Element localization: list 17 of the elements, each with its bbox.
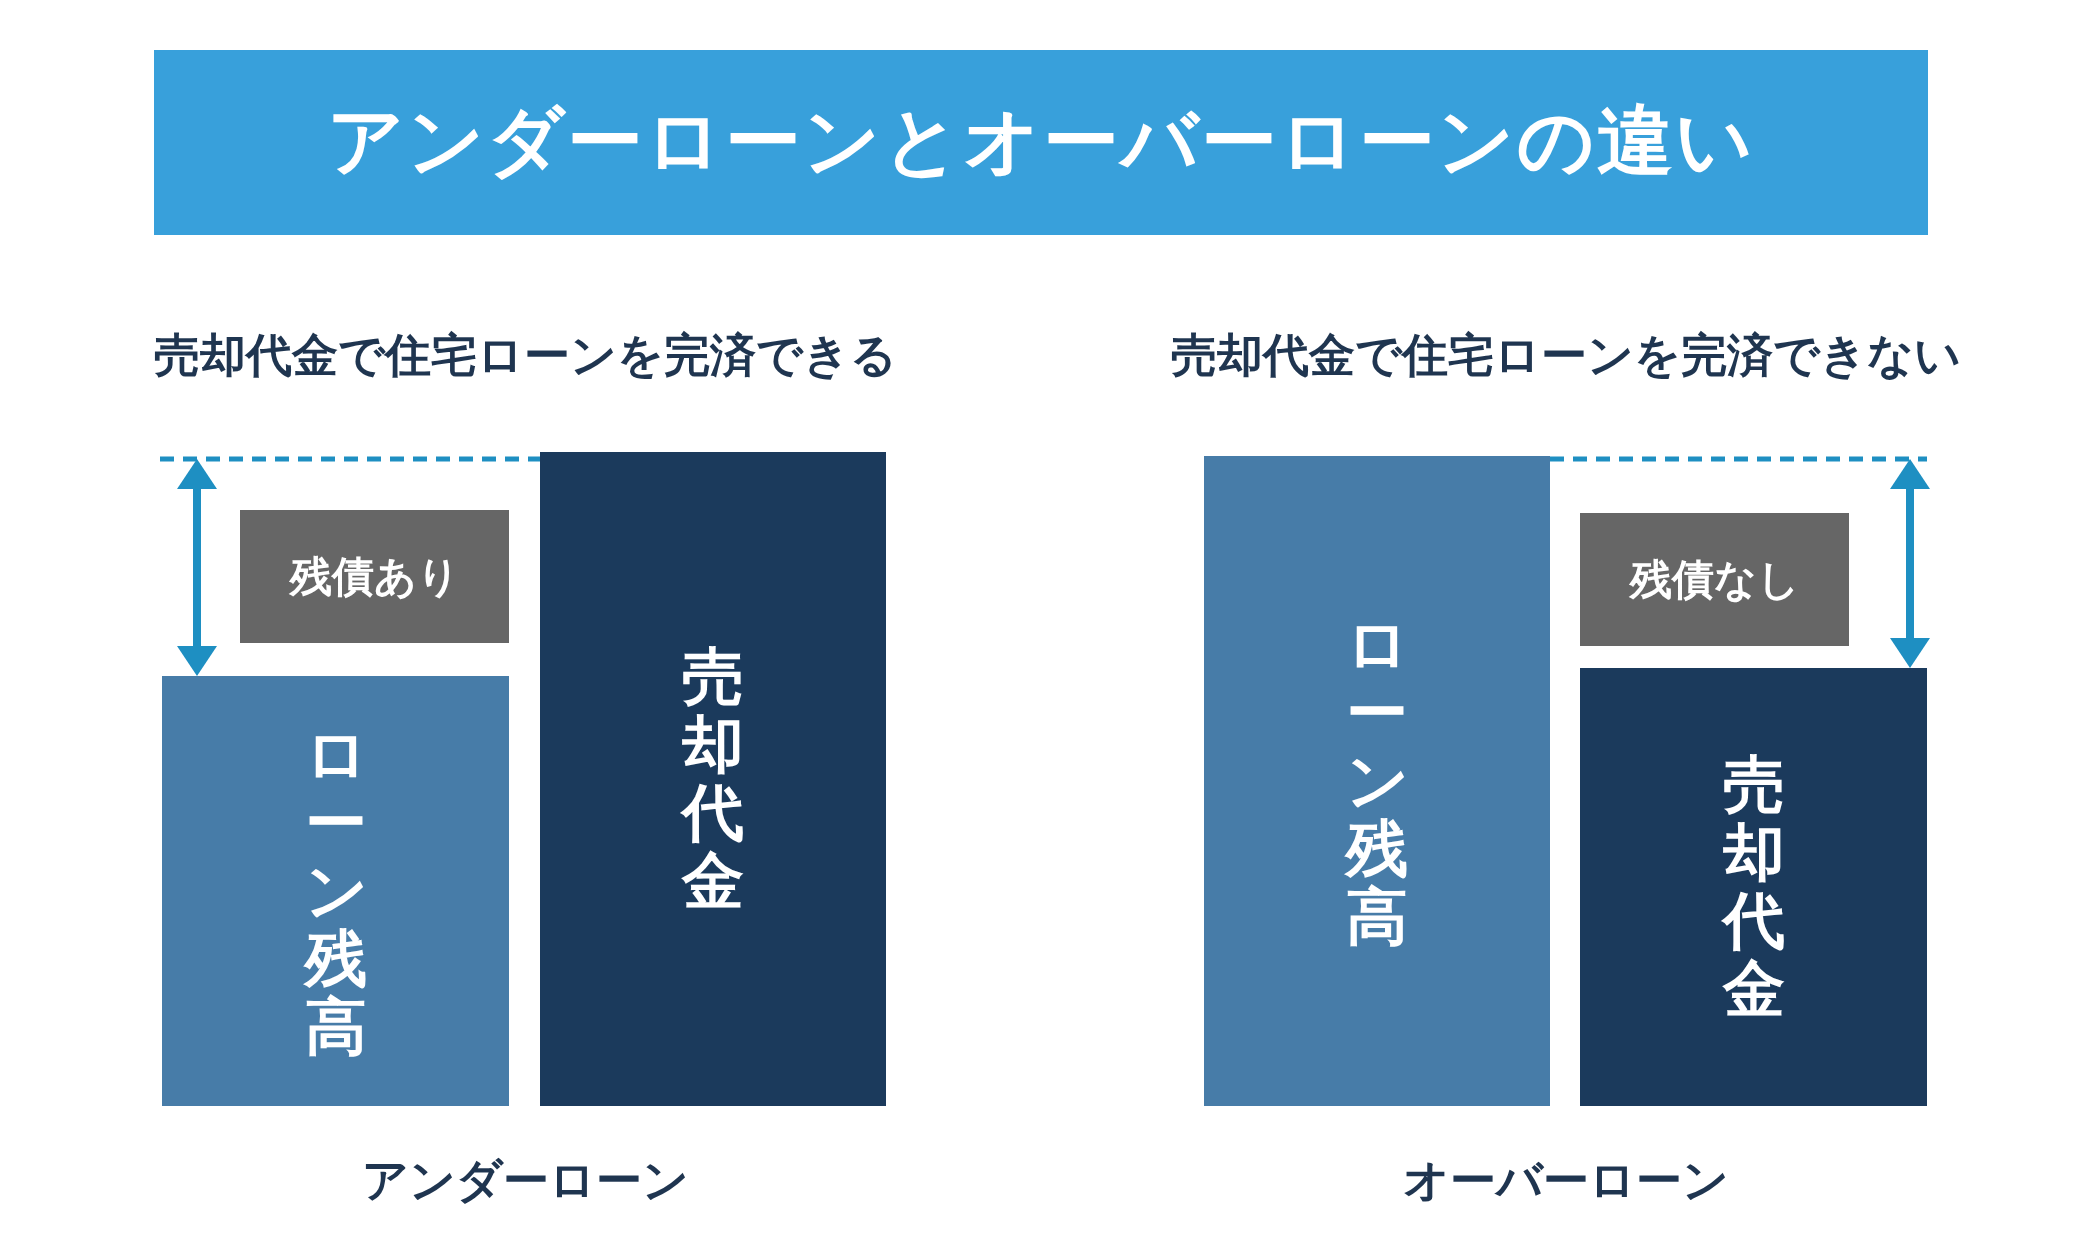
title: アンダーローンとオーバーローンの違い	[327, 95, 1755, 187]
chart-label: アンダーローン	[361, 1152, 689, 1209]
subtitle: 売却代金で住宅ローンを完済できない	[1171, 327, 1961, 384]
bar-label: 残債なし	[1629, 553, 1800, 606]
label-box	[1580, 513, 1849, 646]
bar-label: 残債あり	[289, 550, 460, 603]
value-bar	[1204, 456, 1550, 1106]
label-box	[240, 510, 509, 643]
chart-label: オーバーローン	[1403, 1152, 1729, 1209]
bar-label: ローン残高	[304, 720, 367, 1062]
value-bar	[162, 676, 509, 1106]
bar-label: 売却代金	[682, 642, 744, 916]
bar-label: 売却代金	[1722, 750, 1785, 1024]
subtitle: 売却代金で住宅ローンを完済できる	[153, 327, 897, 384]
bar-label: ローン残高	[1346, 610, 1408, 952]
value-bar	[540, 452, 886, 1106]
value-bar	[1580, 668, 1927, 1106]
